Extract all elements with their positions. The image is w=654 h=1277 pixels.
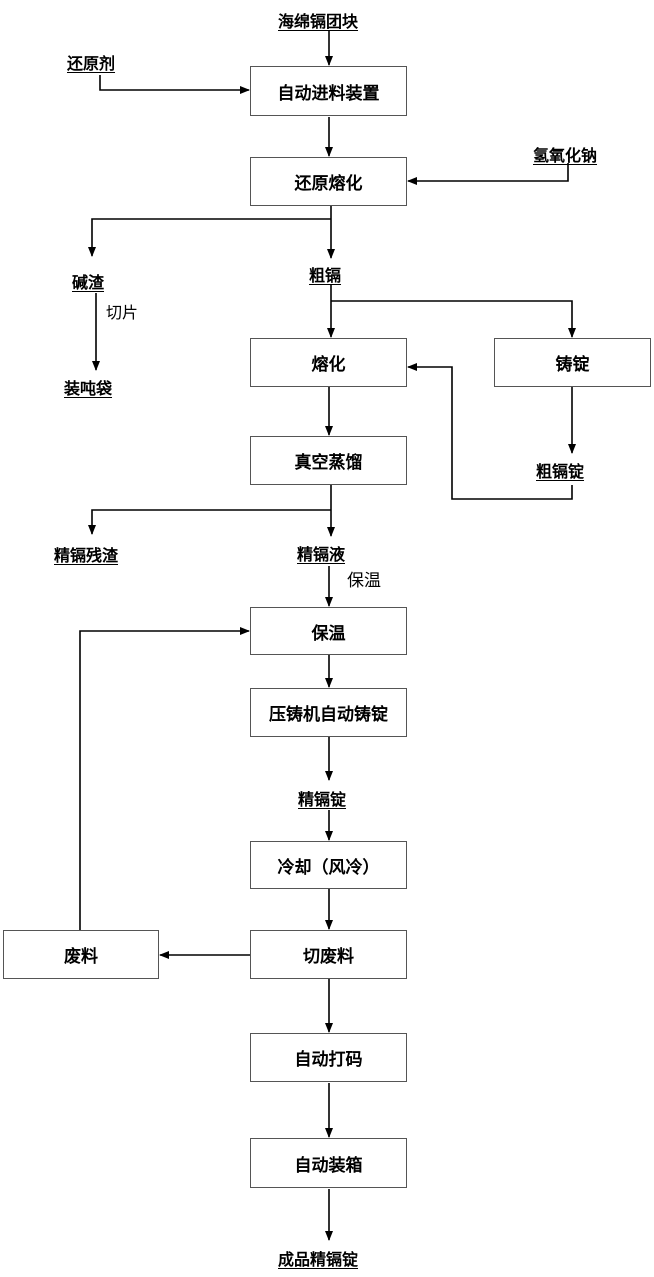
refined-residue-label: 精镉残渣 bbox=[54, 546, 119, 565]
die-casting-box: 压铸机自动铸锭 bbox=[250, 688, 407, 737]
crude-ingot-label: 粗镉锭 bbox=[536, 462, 585, 481]
waste-box: 废料 bbox=[3, 930, 159, 979]
arrow-waste-to-warm bbox=[79, 627, 250, 930]
arrow-naoh-to-reduce bbox=[407, 163, 569, 185]
crude-cadmium-label: 粗镉 bbox=[309, 266, 342, 285]
auto-packing-box: 自动装箱 bbox=[250, 1138, 407, 1188]
final-product-label: 成品精镉锭 bbox=[278, 1250, 359, 1269]
alkali-slag-label: 碱渣 bbox=[72, 273, 105, 292]
melting-box: 熔化 bbox=[250, 338, 407, 387]
cooling-box: 冷却（风冷） bbox=[250, 841, 407, 889]
refined-liquid-label: 精镉液 bbox=[297, 545, 346, 564]
auto-marking-box: 自动打码 bbox=[250, 1033, 407, 1082]
arrow-crude-ingot-to-melt bbox=[407, 363, 573, 500]
vacuum-distillation-box: 真空蒸馏 bbox=[250, 436, 407, 485]
sodium-hydroxide-label: 氢氧化钠 bbox=[533, 146, 598, 165]
casting-box: 铸锭 bbox=[494, 338, 651, 387]
refined-ingot-label: 精镉锭 bbox=[298, 790, 347, 809]
keep-warm-note: 保温 bbox=[347, 571, 381, 591]
arrow-distill-to-residue bbox=[88, 509, 331, 535]
arrow-reduce-to-slag bbox=[88, 218, 331, 257]
reductant-label: 还原剂 bbox=[67, 54, 116, 73]
slicing-note: 切片 bbox=[106, 303, 139, 322]
sponge-cadmium-label: 海绵镉团块 bbox=[278, 12, 359, 31]
keep-warm-box: 保温 bbox=[250, 607, 407, 655]
auto-feed-box: 自动进料装置 bbox=[250, 66, 407, 116]
cut-waste-box: 切废料 bbox=[250, 930, 407, 979]
arrow-reductant-to-feed bbox=[99, 75, 250, 94]
bagging-label: 装吨袋 bbox=[64, 379, 113, 398]
arrow-crude-to-cast bbox=[331, 300, 576, 338]
reduction-melting-box: 还原熔化 bbox=[250, 157, 407, 206]
